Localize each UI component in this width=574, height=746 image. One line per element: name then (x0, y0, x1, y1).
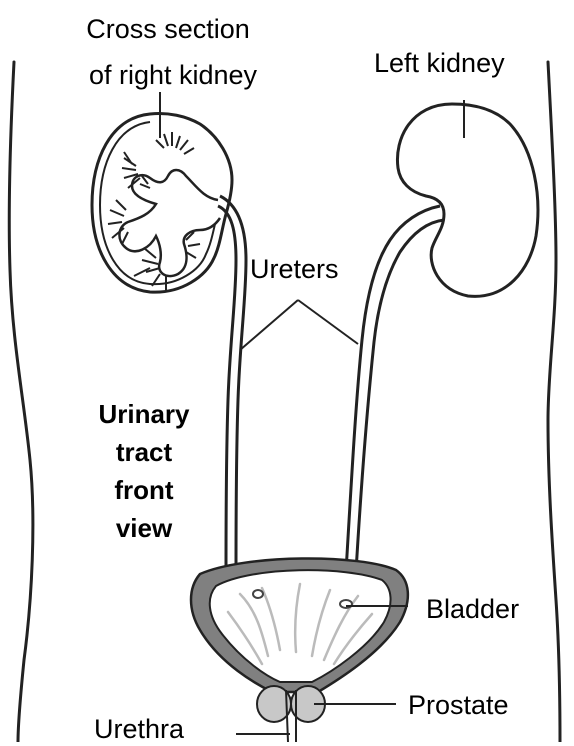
prostate (257, 686, 396, 722)
right-ureter-inner (220, 196, 246, 572)
body-outline-left (9, 62, 33, 742)
bladder (191, 558, 408, 692)
left-ureter-inner (356, 220, 444, 572)
right-kidney-label-line2: of right kidney (68, 58, 278, 92)
body-outline-right (548, 62, 560, 742)
title-line2: tract (74, 436, 214, 469)
urethra-label: Urethra (94, 712, 184, 746)
title-line3: front (74, 474, 214, 507)
left-kidney-label: Left kidney (374, 46, 505, 80)
title-line1: Urinary (74, 398, 214, 431)
prostate-label: Prostate (408, 688, 509, 722)
ureters-pointer (240, 300, 358, 350)
ureters-label: Ureters (250, 252, 339, 286)
right-kidney-label-line1: Cross section (68, 12, 268, 46)
left-kidney-outline (397, 104, 537, 296)
bladder-label: Bladder (426, 592, 519, 626)
title-line4: view (74, 512, 214, 545)
left-kidney (397, 100, 537, 296)
right-ureter-outer (218, 206, 236, 572)
right-kidney-cross-section (92, 92, 232, 292)
